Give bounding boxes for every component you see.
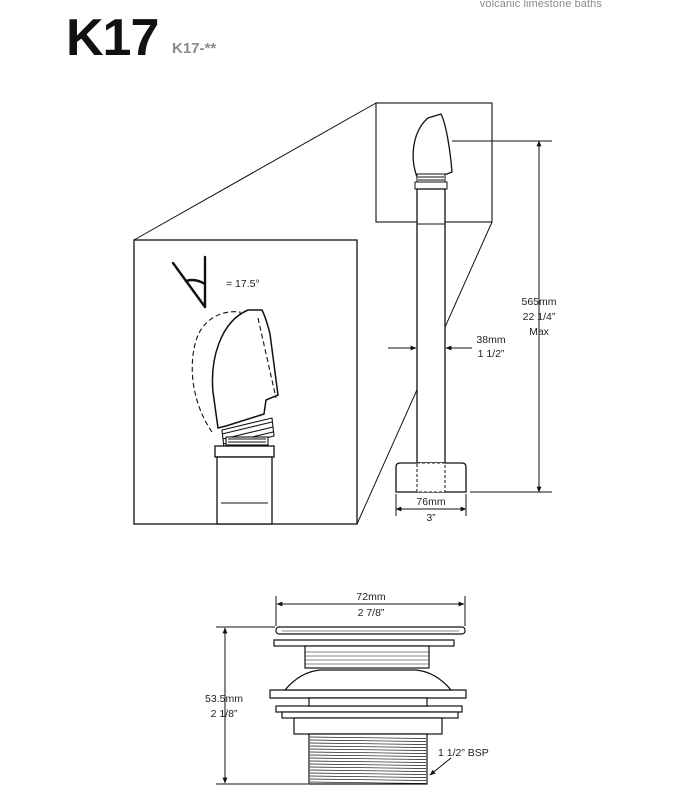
height-note-label: Max	[529, 326, 550, 338]
base-mm-label: 76mm	[416, 496, 445, 508]
waste-width-mm-label: 72mm	[356, 591, 385, 603]
brand-name: volcanic limestone baths	[479, 0, 602, 10]
thread-line	[309, 754, 427, 757]
thread-line	[309, 769, 427, 772]
waste-height-dimension	[216, 626, 308, 785]
waste-height-in-label: 2 1/8”	[211, 708, 238, 720]
thread-line	[309, 766, 427, 769]
pipe-collar	[214, 445, 275, 458]
thread-line	[309, 763, 427, 766]
waste-fitting	[269, 626, 467, 785]
waste-top-flange	[275, 626, 466, 635]
angle-value: = 17.5°	[226, 278, 260, 290]
thread-line	[309, 751, 427, 754]
spout-thread	[221, 417, 275, 449]
height-in-label: 22 1/4”	[523, 311, 556, 323]
waste-height-mm-label: 53.5mm	[205, 693, 243, 705]
thread-line	[309, 760, 427, 763]
thread-line	[309, 775, 427, 778]
thread-line	[309, 757, 427, 760]
pipe-section	[216, 456, 273, 525]
thread-line	[309, 739, 427, 742]
model-code: K17-**	[172, 40, 217, 57]
thread-line	[309, 736, 427, 739]
waste-width-in-label: 2 7/8”	[358, 607, 385, 619]
height-mm-label: 565mm	[521, 296, 556, 308]
pipe-in-label: 1 1/2”	[478, 348, 505, 360]
tilted-spout-outline	[191, 311, 247, 433]
overflow-assembly: 565mm 22 1/4” Max 38mm 1 1/2” 76mm 3”	[375, 102, 557, 524]
thread-line	[309, 745, 427, 748]
height-dimension	[452, 140, 552, 493]
thread-leader-line	[429, 757, 452, 776]
thread-line	[309, 748, 427, 751]
small-spout-head	[412, 113, 453, 178]
thread-line	[309, 772, 427, 775]
thread-line	[309, 781, 427, 784]
base-in-label: 3”	[426, 512, 436, 524]
thread-label: 1 1/2” BSP	[438, 747, 489, 759]
waste-width-dimension	[275, 596, 466, 626]
pipe-mm-label: 38mm	[476, 334, 505, 346]
thread-line	[309, 742, 427, 745]
model-number: K17	[66, 9, 159, 67]
waste-dome	[269, 689, 467, 699]
waste-thread-lines	[309, 736, 427, 784]
detail-view: = 17.5°	[133, 239, 358, 525]
overflow-pipe	[416, 188, 446, 464]
spout-head	[211, 309, 279, 429]
angle-symbol	[171, 255, 207, 309]
thread-line	[309, 778, 427, 781]
base-width-dimension	[395, 494, 467, 516]
waste-nut	[275, 705, 463, 713]
